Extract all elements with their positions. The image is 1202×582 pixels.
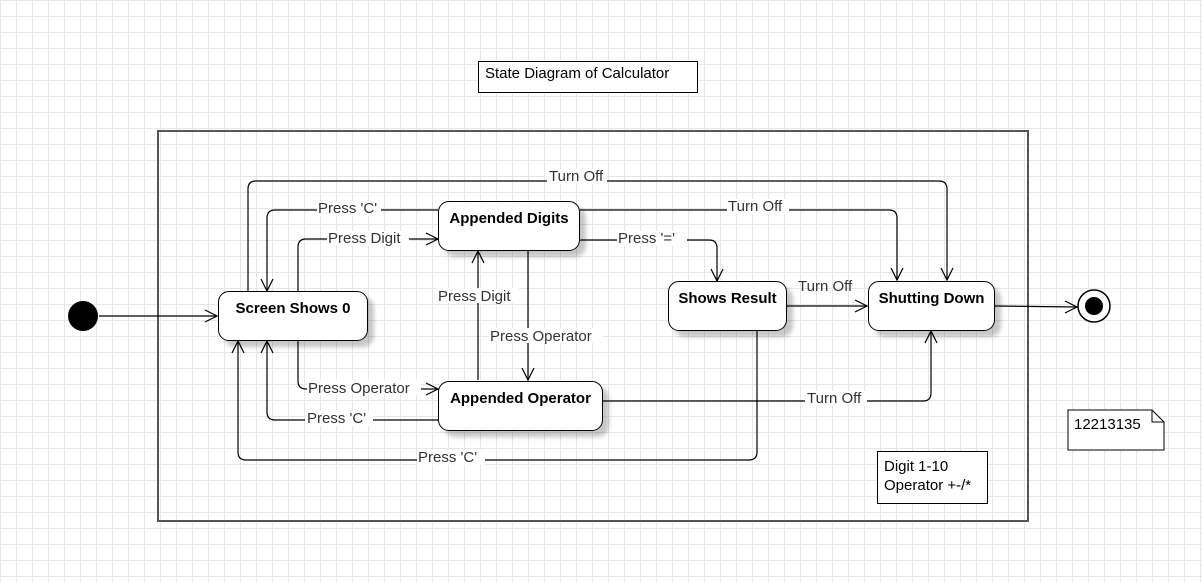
state-shutting-down: Shutting Down xyxy=(868,281,995,331)
label-turn-off-digits: Turn Off xyxy=(728,198,783,215)
state-appended-operator: Appended Operator xyxy=(438,381,603,431)
edge-press-equals xyxy=(580,239,718,281)
diagram-title: State Diagram of Calculator xyxy=(478,61,698,93)
edge-final xyxy=(994,305,1078,308)
state-shows-result: Shows Result xyxy=(668,281,787,331)
diagram-frame xyxy=(157,130,1029,522)
legend-operator: Operator +-/* xyxy=(884,477,972,494)
edge-press-c-result xyxy=(237,331,758,461)
edge-press-c-top xyxy=(266,209,438,291)
label-turn-off-operator: Turn Off xyxy=(807,390,862,407)
edge-press-operator-bottom xyxy=(297,341,438,390)
label-press-c-top: Press 'C' xyxy=(318,200,377,217)
state-screen-shows-0: Screen Shows 0 xyxy=(218,291,368,341)
label-press-c-bottom: Press 'C' xyxy=(307,410,366,427)
label-turn-off-result: Turn Off xyxy=(798,278,853,295)
label-press-equals: Press '=' xyxy=(618,230,675,247)
state-appended-digits: Appended Digits xyxy=(438,201,580,251)
label-press-digit-top: Press Digit xyxy=(328,230,401,247)
label-press-digit-middle: Press Digit xyxy=(438,288,511,305)
edge-turn-off-operator xyxy=(603,331,932,402)
label-press-operator-middle: Press Operator xyxy=(490,328,592,345)
final-state-dot xyxy=(1085,297,1103,315)
label-press-c-result: Press 'C' xyxy=(418,449,477,466)
label-turn-off-top: Turn Off xyxy=(549,168,604,185)
edge-press-c-bottom xyxy=(266,341,438,421)
edge-press-digit-top xyxy=(297,238,438,291)
label-press-operator-bottom: Press Operator xyxy=(308,380,410,397)
note-fold xyxy=(1151,410,1164,423)
legend-box: Digit 1-10 Operator +-/* xyxy=(877,451,988,504)
initial-state xyxy=(68,301,98,331)
note-id: 12213135 xyxy=(1074,416,1141,433)
note-shape xyxy=(1067,409,1165,451)
edge-turn-off-digits xyxy=(580,209,898,280)
legend-digit: Digit 1-10 xyxy=(884,458,949,475)
